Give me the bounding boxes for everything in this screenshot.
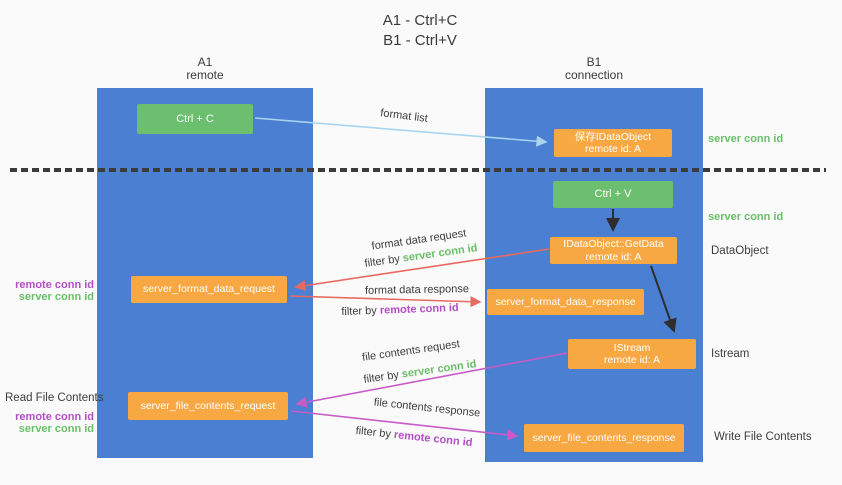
server-format-data-response-node: server_format_data_response xyxy=(487,289,644,315)
ctrl-c-label: Ctrl + C xyxy=(176,112,214,125)
write-file-contents-label: Write File Contents xyxy=(714,431,812,443)
format-list-arrow xyxy=(254,117,548,147)
column-header-b1: B1 connection xyxy=(485,56,703,82)
getdata-node: IDataObject::GetData remote id: A xyxy=(550,237,677,264)
istream-line1: IStream xyxy=(613,341,651,354)
column-a1-subtitle: remote xyxy=(186,68,224,82)
title-line-b1: B1 - Ctrl+V xyxy=(383,32,457,49)
istream-node: IStream remote id: A xyxy=(568,339,696,369)
filter-by-text: filter by xyxy=(341,304,378,319)
diagram-title: A1 - Ctrl+C B1 - Ctrl+V xyxy=(300,11,540,51)
save-dataobject-line2: remote id: A xyxy=(584,143,642,155)
istream-side-label: Istream xyxy=(711,348,750,360)
getdata-line2: remote id: A xyxy=(585,250,642,263)
ctrl-c-node: Ctrl + C xyxy=(137,104,253,134)
dataobject-label: DataObject xyxy=(711,245,769,257)
left-conn-ids-file: remote conn id server conn id xyxy=(0,411,94,435)
read-file-contents-label: Read File Contents xyxy=(5,392,104,404)
server-file-contents-response-label: server_file_contents_response xyxy=(532,431,676,444)
column-b1-subtitle: connection xyxy=(564,68,624,82)
server-format-data-response-label: server_format_data_response xyxy=(495,295,636,308)
file-contents-request-arrow xyxy=(295,352,568,408)
server-file-contents-request-node: server_file_contents_request xyxy=(128,392,288,420)
getdata-to-istream-arrow xyxy=(650,265,677,333)
server-format-data-request-label: server_format_data_request xyxy=(143,283,275,296)
server-format-data-request-node: server_format_data_request xyxy=(131,276,287,303)
file-contents-response-arrow xyxy=(290,410,519,441)
server-conn-id-left-1: server conn id xyxy=(18,291,94,303)
left-conn-ids-format: remote conn id server conn id xyxy=(0,279,94,303)
session-separator-line xyxy=(10,168,826,172)
remote-conn-id-left-1: remote conn id xyxy=(15,279,94,291)
title-line-a1: A1 - Ctrl+C xyxy=(382,12,458,29)
column-header-a1: A1 remote xyxy=(97,56,313,82)
server-conn-id-right-mid: server conn id xyxy=(708,211,784,223)
server-conn-id-left-2: server conn id xyxy=(18,423,94,435)
getdata-line1: IDataObject::GetData xyxy=(563,238,664,250)
remote-conn-id-left-2: remote conn id xyxy=(15,411,94,423)
column-b1-name: B1 xyxy=(586,55,602,69)
ctrl-v-label: Ctrl + V xyxy=(594,188,632,201)
format-data-response-label: format data response xyxy=(364,283,470,297)
istream-line2: remote id: A xyxy=(603,354,661,366)
column-a1-name: A1 xyxy=(197,55,213,69)
server-file-contents-request-label: server_file_contents_request xyxy=(140,399,276,412)
server-conn-id-right-top: server conn id xyxy=(708,133,784,145)
ctrl-v-node: Ctrl + V xyxy=(553,181,673,208)
server-file-contents-response-node: server_file_contents_response xyxy=(524,424,684,452)
save-dataobject-line1: 保存IDataObject xyxy=(574,130,652,143)
format-data-request-arrow xyxy=(294,248,550,292)
format-data-response-arrow xyxy=(289,295,482,308)
save-dataobject-node: 保存IDataObject remote id: A xyxy=(554,129,672,157)
